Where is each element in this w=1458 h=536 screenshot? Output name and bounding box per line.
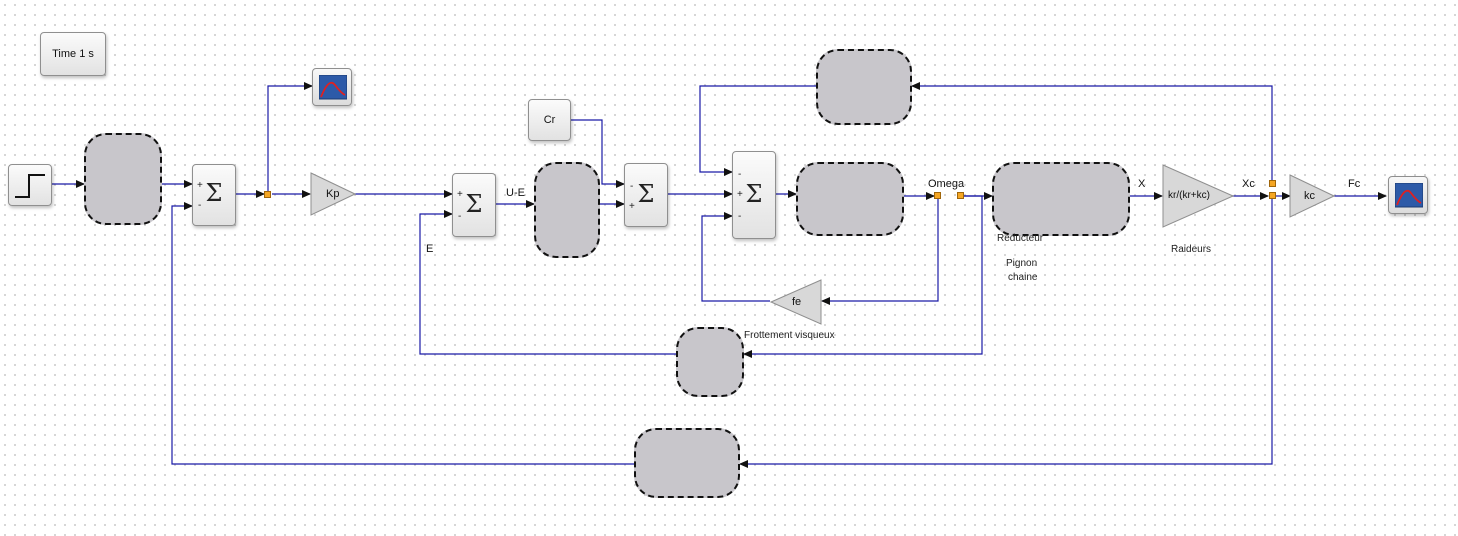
- sigma-icon: Σ: [205, 179, 223, 207]
- wire-to-scope1: [267, 82, 313, 194]
- caption-pignon: Pignon: [1006, 258, 1038, 269]
- caption-frottement: Frottement visqueux: [744, 330, 835, 341]
- split-point-xc-2[interactable]: [1269, 192, 1276, 199]
- sum2-sign-2: -: [458, 211, 462, 222]
- blank-block-2[interactable]: [534, 162, 600, 258]
- sum2-sign-1: +: [457, 189, 463, 200]
- gain-kp-label: Kp: [326, 188, 340, 200]
- scope-icon: [1395, 183, 1423, 208]
- sum4-sign-1: -: [738, 169, 742, 180]
- clock-label: Time 1 s: [52, 48, 94, 60]
- sum1-sign-1: +: [197, 180, 203, 191]
- signal-label-fc: Fc: [1348, 178, 1361, 190]
- wire-mid-block-to-sum2: [419, 210, 676, 355]
- sum-block-3[interactable]: - + Σ: [624, 163, 668, 227]
- wire-top-block-to-sum4: [699, 85, 816, 176]
- sum4-sign-2: +: [737, 189, 743, 200]
- signal-label-x: X: [1138, 178, 1146, 190]
- sum3-sign-1: -: [630, 181, 634, 192]
- split-point-xc-1[interactable]: [1269, 180, 1276, 187]
- wire-omega-to-mid-block: [743, 195, 983, 358]
- constant-label: Cr: [543, 114, 556, 126]
- blank-block-1[interactable]: [84, 133, 162, 225]
- caption-chaine: chaine: [1008, 272, 1038, 283]
- split-point-omega-1[interactable]: [934, 192, 941, 199]
- signal-label-e: E: [426, 243, 434, 255]
- blank-block-bottom[interactable]: [634, 428, 740, 498]
- wire-xc-to-bottom-block: [739, 196, 1273, 468]
- gain-kc[interactable]: [1289, 174, 1335, 218]
- gain-fe[interactable]: [770, 279, 822, 325]
- wire-xc-to-top-block: [911, 82, 1273, 183]
- signal-label-u-e: U-E: [506, 187, 525, 199]
- signal-label-xc: Xc: [1242, 178, 1255, 190]
- step-icon: [15, 174, 45, 198]
- sum-block-1[interactable]: + - Σ: [192, 164, 236, 226]
- gain-kp[interactable]: [310, 172, 356, 216]
- wire-omega-to-fe: [821, 196, 939, 305]
- sigma-icon: Σ: [637, 180, 655, 208]
- split-point-omega-2[interactable]: [957, 192, 964, 199]
- blank-block-reducteur[interactable]: [992, 162, 1130, 236]
- scope-block-2[interactable]: [1388, 176, 1428, 214]
- sum-block-2[interactable]: + - Σ: [452, 173, 496, 237]
- caption-raideurs: Raideurs: [1171, 244, 1212, 255]
- wire-cr-to-sum3: [571, 119, 625, 188]
- step-block[interactable]: [8, 164, 52, 206]
- sum-block-4[interactable]: - + - Σ: [732, 151, 776, 239]
- sigma-icon: Σ: [745, 180, 763, 208]
- gain-raideurs[interactable]: [1162, 164, 1234, 228]
- sum1-sign-2: -: [198, 200, 202, 211]
- scope-icon: [319, 75, 347, 100]
- gain-raideurs-label: kr/(kr+kc): [1168, 190, 1210, 201]
- gain-fe-label: fe: [792, 296, 802, 308]
- sigma-icon: Σ: [465, 190, 483, 218]
- blank-block-4[interactable]: [796, 162, 904, 236]
- sum3-sign-2: +: [629, 201, 635, 212]
- sum4-sign-3: -: [738, 211, 742, 222]
- blank-block-top[interactable]: [816, 49, 912, 125]
- scope-block-1[interactable]: [312, 68, 352, 106]
- clock-block[interactable]: Time 1 s: [40, 32, 106, 76]
- wire-fe-to-sum4: [701, 212, 770, 302]
- blank-block-mid[interactable]: [676, 327, 744, 397]
- caption-reducteur: Reducteur: [997, 233, 1044, 244]
- gain-kc-label: kc: [1304, 190, 1315, 202]
- signal-label-omega: Omega: [928, 178, 965, 190]
- constant-block-cr[interactable]: Cr: [528, 99, 571, 141]
- split-point-1[interactable]: [264, 191, 271, 198]
- wire-bottom-block-to-sum1: [171, 202, 634, 465]
